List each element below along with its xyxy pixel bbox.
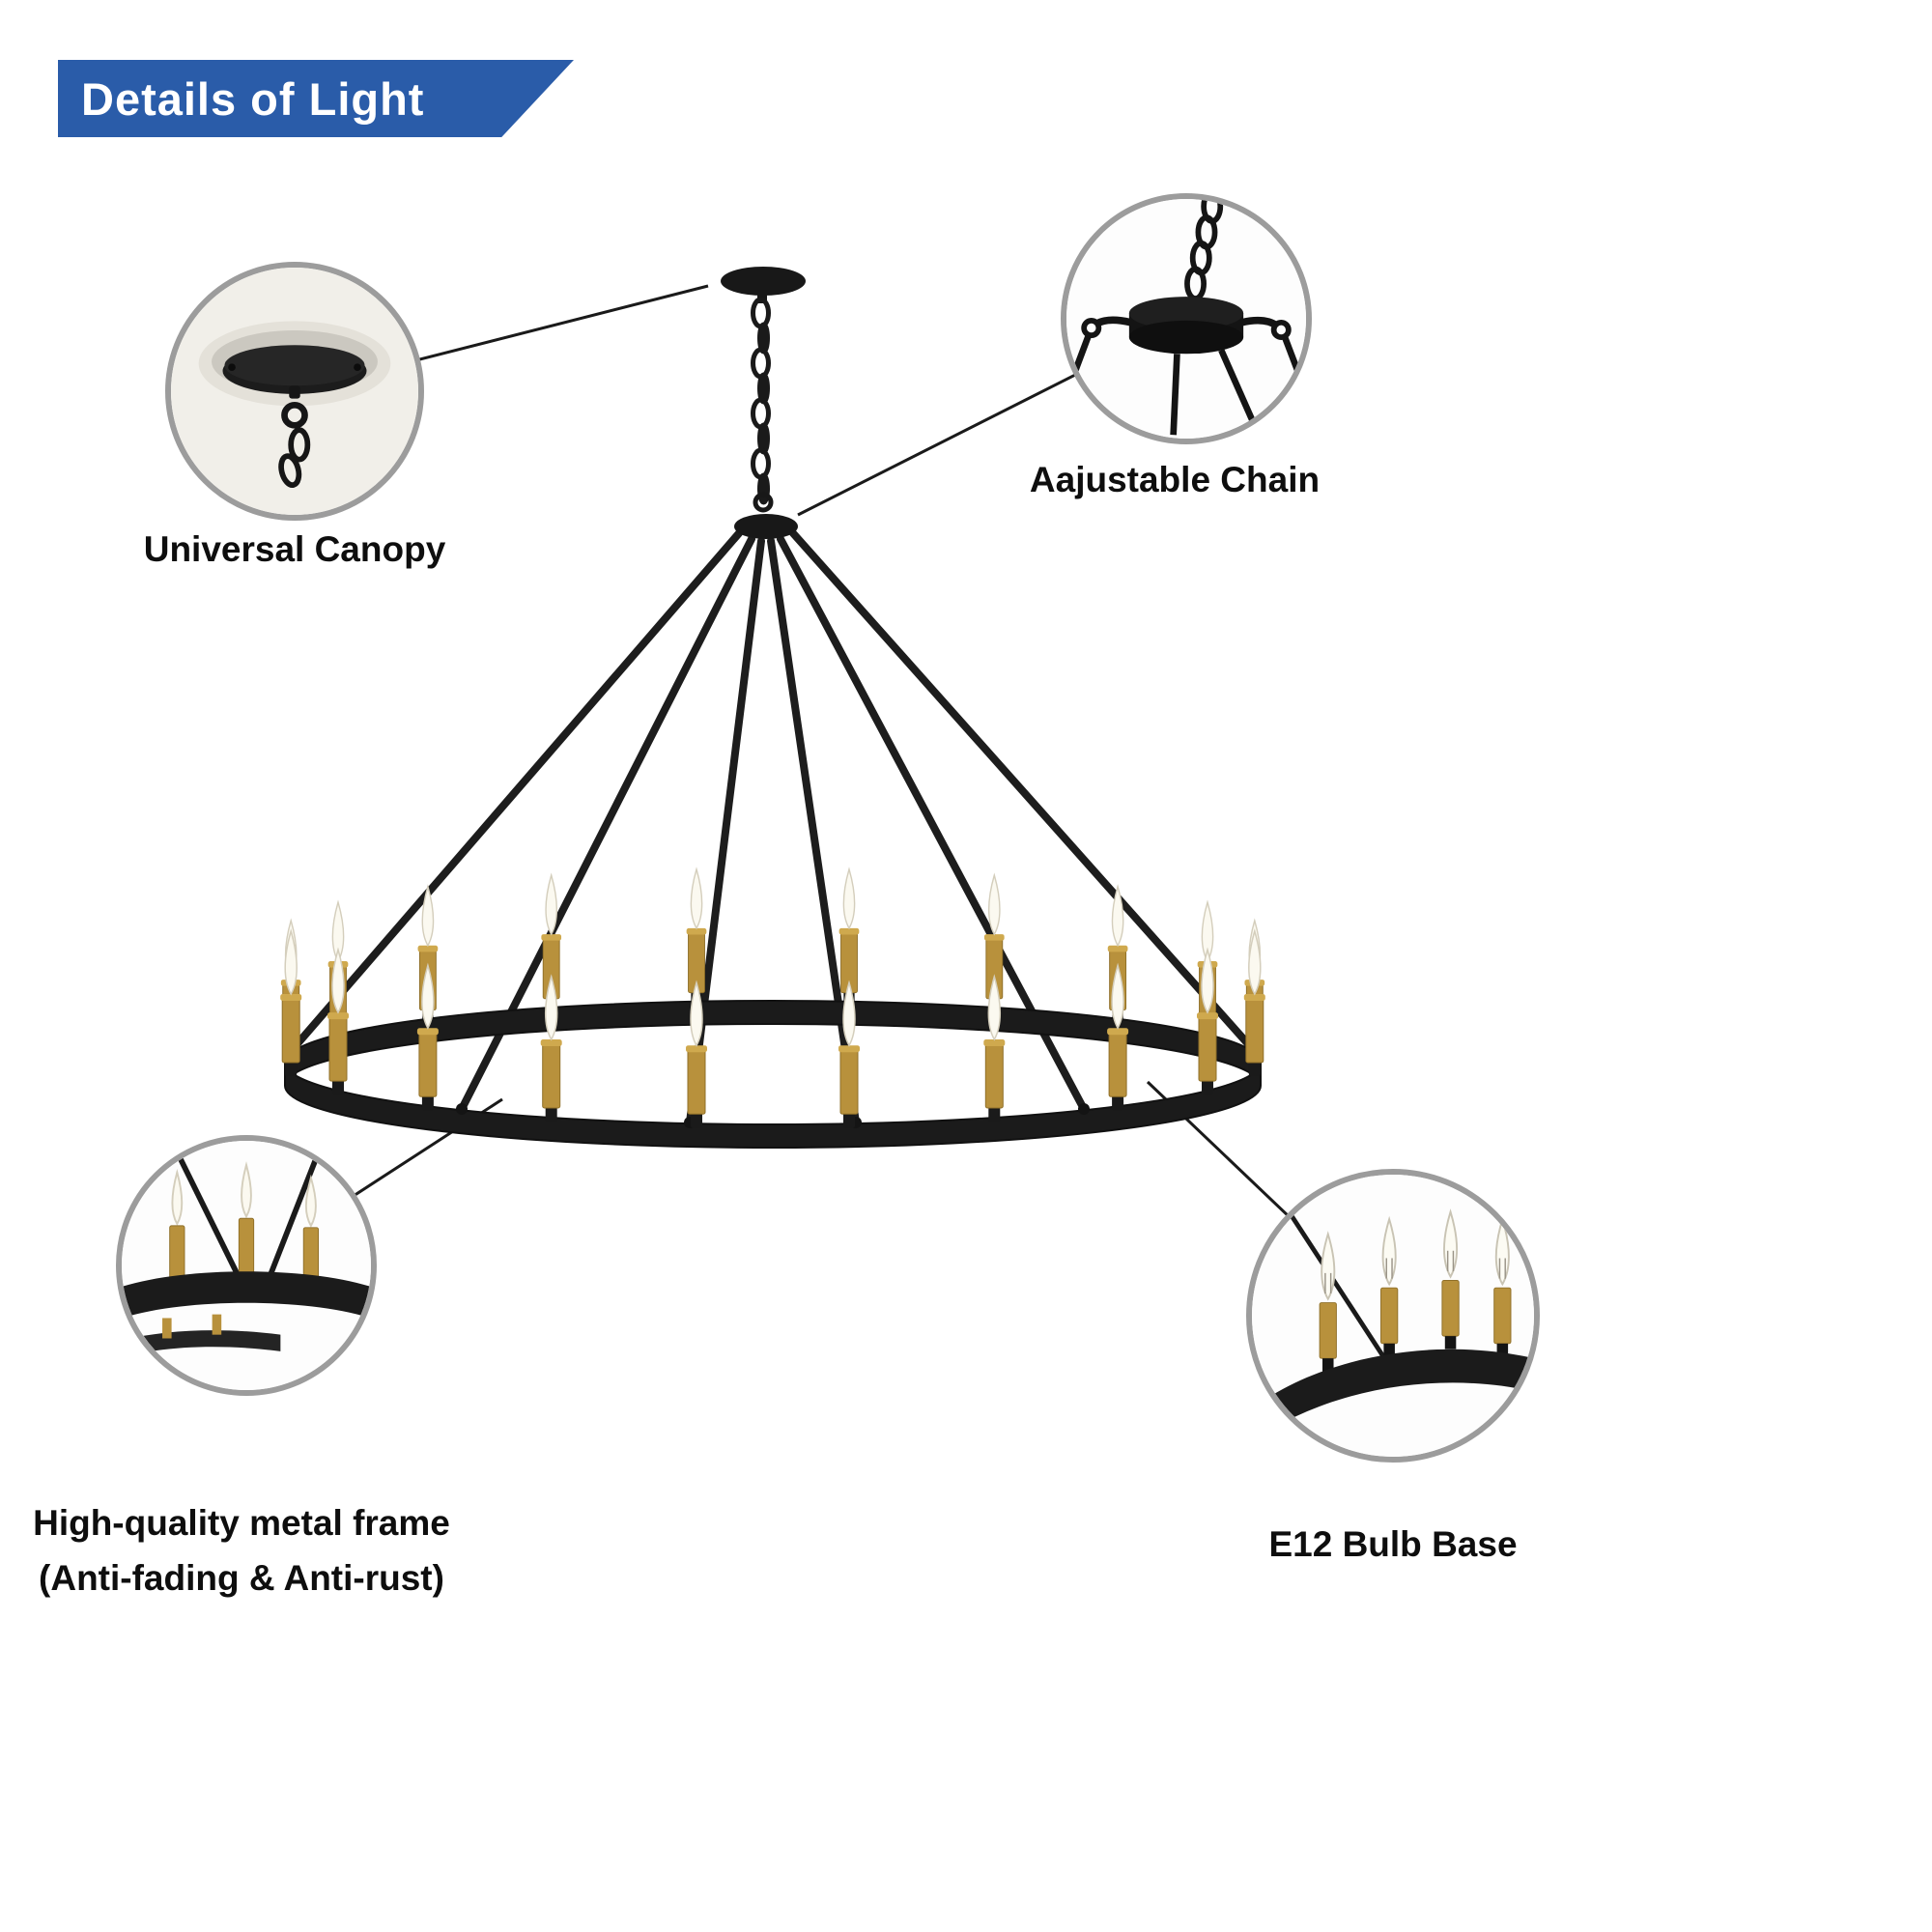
candle xyxy=(416,962,439,1111)
chain-link xyxy=(751,447,771,480)
candle xyxy=(1243,928,1265,1076)
chain-loop xyxy=(753,492,774,513)
page-title: Details of Light xyxy=(81,72,425,125)
candle xyxy=(1197,947,1218,1095)
ceiling-canopy xyxy=(721,267,806,303)
connector-lines xyxy=(245,284,1395,1318)
candle xyxy=(686,980,707,1128)
candle xyxy=(280,928,302,1076)
candle xyxy=(686,867,707,1006)
bulb-closeup-image xyxy=(1252,1175,1534,1457)
candle xyxy=(327,947,349,1095)
bulb-ring-band xyxy=(1252,1349,1534,1442)
label-metal-frame-line2: (Anti-fading & Anti-rust) xyxy=(39,1558,444,1598)
canopy-screw xyxy=(228,363,236,371)
label-metal-frame: High-quality metal frame (Anti-fading & … xyxy=(10,1495,473,1605)
candle xyxy=(983,974,1006,1122)
title-banner: Details of Light xyxy=(58,60,574,137)
chandelier-fixture xyxy=(280,267,1265,1149)
candles-front-row xyxy=(280,928,1265,1128)
hanging-chain xyxy=(751,297,771,505)
candle xyxy=(838,867,860,1006)
callout-metal-frame xyxy=(116,1135,377,1396)
center-hub xyxy=(734,514,798,539)
label-adjustable-chain: Aajustable Chain xyxy=(1029,460,1321,499)
chain-closeup-image xyxy=(1066,199,1306,439)
chain-link xyxy=(751,347,771,380)
frame-ring-band xyxy=(122,1271,371,1319)
canopy-closeup-image xyxy=(171,268,418,515)
label-universal-canopy: Universal Canopy xyxy=(143,529,446,569)
candle xyxy=(1107,962,1129,1111)
canopy-top-closeup xyxy=(1128,297,1244,330)
callout-universal-canopy xyxy=(165,262,424,521)
candle xyxy=(838,980,860,1128)
canopy-hook xyxy=(281,401,308,429)
frame-candles xyxy=(169,1161,320,1282)
chain-link xyxy=(751,297,771,329)
callout-adjustable-chain xyxy=(1061,193,1312,444)
chain-link xyxy=(751,397,771,430)
label-metal-frame-line1: High-quality metal frame xyxy=(33,1503,450,1543)
chain-link xyxy=(757,472,770,505)
callout-e12-bulb-base xyxy=(1246,1169,1540,1463)
canopy-screw xyxy=(354,363,361,371)
label-e12-bulb-base: E12 Bulb Base xyxy=(1268,1524,1518,1564)
e12-candles xyxy=(1319,1208,1512,1372)
candle xyxy=(540,974,562,1122)
chain-links-closeup xyxy=(1184,199,1224,301)
wheel-ring xyxy=(284,1000,1262,1149)
frame-closeup-image xyxy=(122,1141,371,1390)
